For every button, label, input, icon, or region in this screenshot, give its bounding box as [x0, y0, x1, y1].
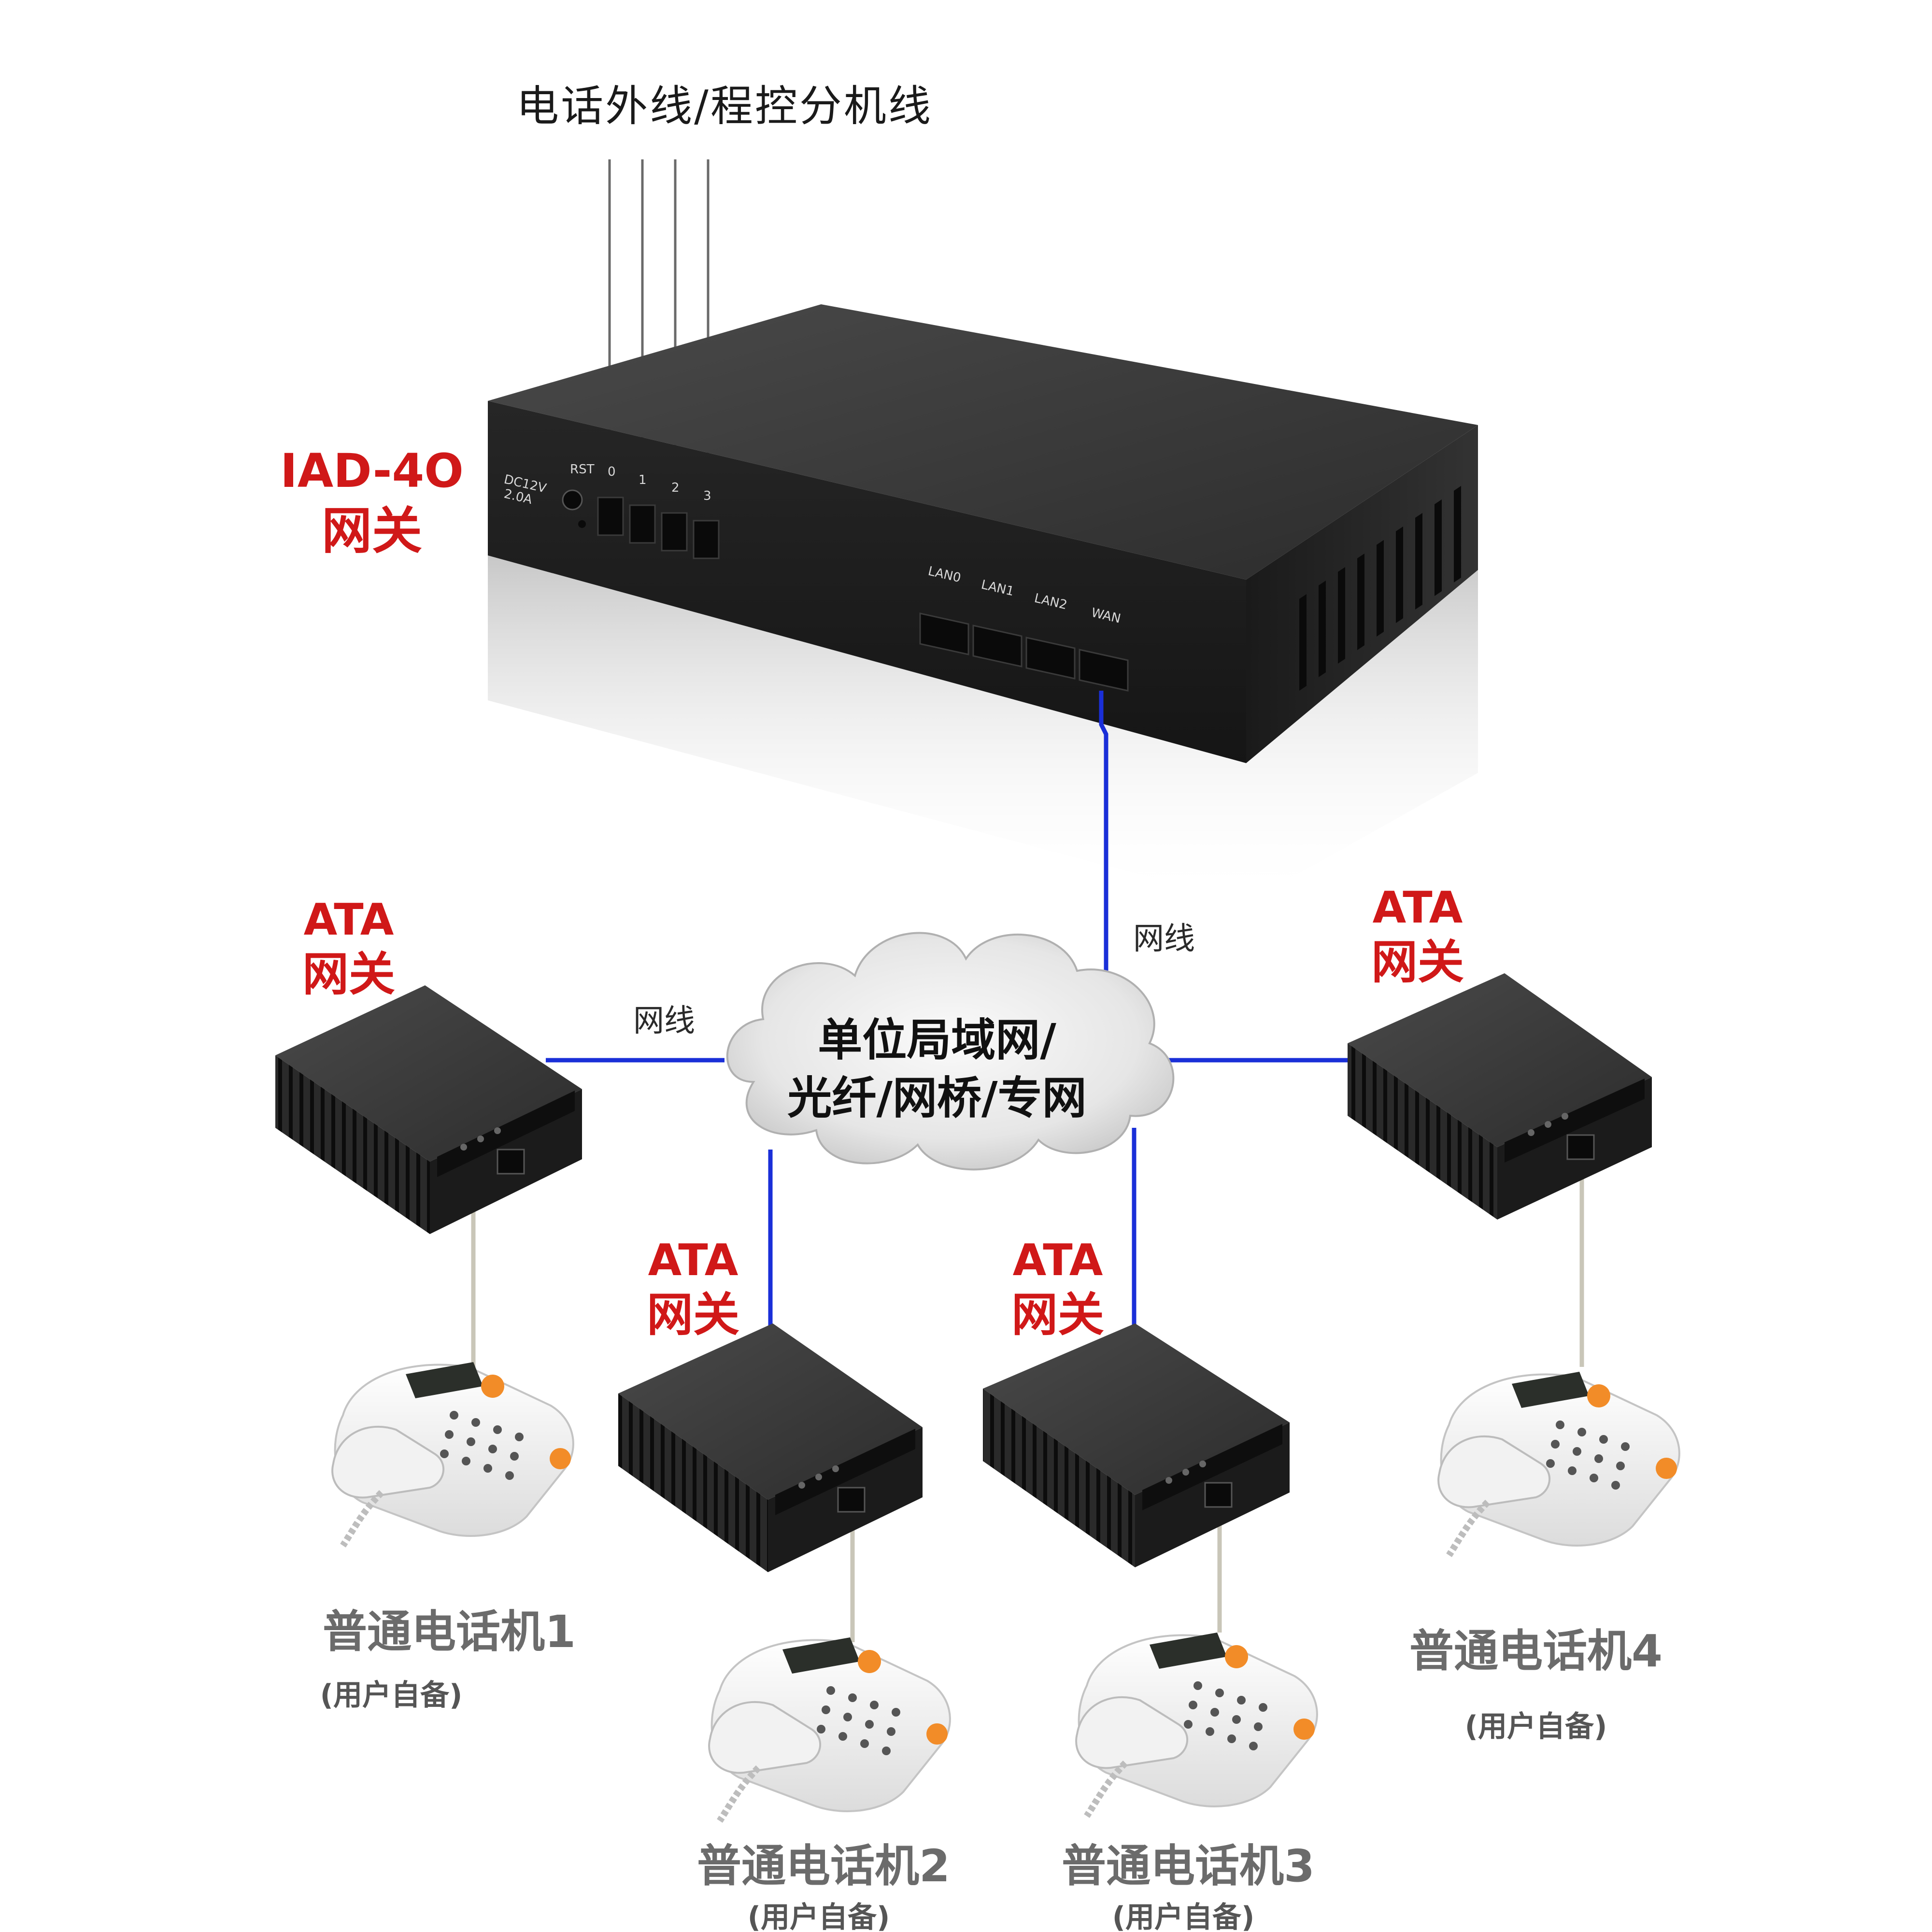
phone1-name: 普通电话机1: [323, 1606, 576, 1658]
cloud-line-1: 单位局域网/: [818, 1014, 1056, 1066]
iad-model-label: IAD-4O: [280, 444, 464, 498]
iad-type-label: 网关: [322, 501, 422, 560]
cable-label-ata1: 网线: [633, 1003, 695, 1039]
ata2-type-label: 网关: [647, 1288, 739, 1342]
ata-gateway-device: [275, 985, 582, 1234]
ata4-type-label: 网关: [1371, 935, 1464, 989]
telephone: [331, 1362, 574, 1548]
reset-button: [578, 520, 586, 528]
telephone: [708, 1637, 951, 1823]
telephone: [1437, 1372, 1680, 1557]
phone3-name: 普通电话机3: [1062, 1840, 1315, 1892]
fxo-port-label: 0: [608, 465, 616, 479]
phone2-note: (用户自备): [748, 1901, 890, 1932]
fxo-ports: 0 1 2 3: [597, 465, 720, 559]
rj11-port: [597, 497, 624, 536]
phone2-name: 普通电话机2: [697, 1840, 950, 1892]
phone4-name: 普通电话机4: [1409, 1625, 1662, 1677]
cloud-line-2: 光纤/网桥/专网: [787, 1072, 1086, 1124]
fxo-port-label: 1: [639, 473, 647, 487]
phone1-note: (用户自备): [320, 1678, 463, 1712]
wan-cable: [1099, 691, 1108, 976]
fxo-port-label: 2: [671, 481, 680, 495]
fxo-port-label: 3: [703, 489, 711, 503]
rj45-port: [972, 625, 1023, 668]
telephone: [1075, 1633, 1318, 1818]
reset-label: RST: [570, 462, 595, 477]
power-jack: [562, 489, 583, 511]
ata3-model-label: ATA: [1013, 1235, 1103, 1286]
rj45-port-wan: [1079, 649, 1129, 692]
rj11-port: [693, 520, 720, 559]
ata-gateway-device: [1348, 973, 1652, 1220]
ata2-model-label: ATA: [648, 1235, 739, 1286]
ata1-model-label: ATA: [304, 895, 394, 945]
ata-gateway-device: [983, 1323, 1290, 1567]
trunk-lines-label: 电话外线/程控分机线: [516, 81, 933, 131]
ata3-type-label: 网关: [1011, 1288, 1104, 1342]
rj11-port: [661, 512, 688, 552]
rj11-port: [629, 504, 656, 544]
ata-gateway-device: [618, 1323, 923, 1572]
ata4-model-label: ATA: [1373, 882, 1463, 933]
lan-cloud: 单位局域网/ 光纤/网桥/专网: [726, 932, 1175, 1171]
iad-gateway-device: DC12V 2.0A RST 0 1 2 3 LAN0 LAN1 LAN2 WA…: [488, 304, 1478, 903]
rj45-port: [919, 612, 969, 655]
rj45-port: [1025, 637, 1076, 680]
cable-label-wan: 网线: [1133, 921, 1195, 957]
phone3-note: (用户自备): [1112, 1901, 1255, 1932]
ata1-type-label: 网关: [302, 947, 395, 1001]
phone4-note: (用户自备): [1465, 1710, 1607, 1744]
ethernet-cables: [546, 691, 1348, 1331]
